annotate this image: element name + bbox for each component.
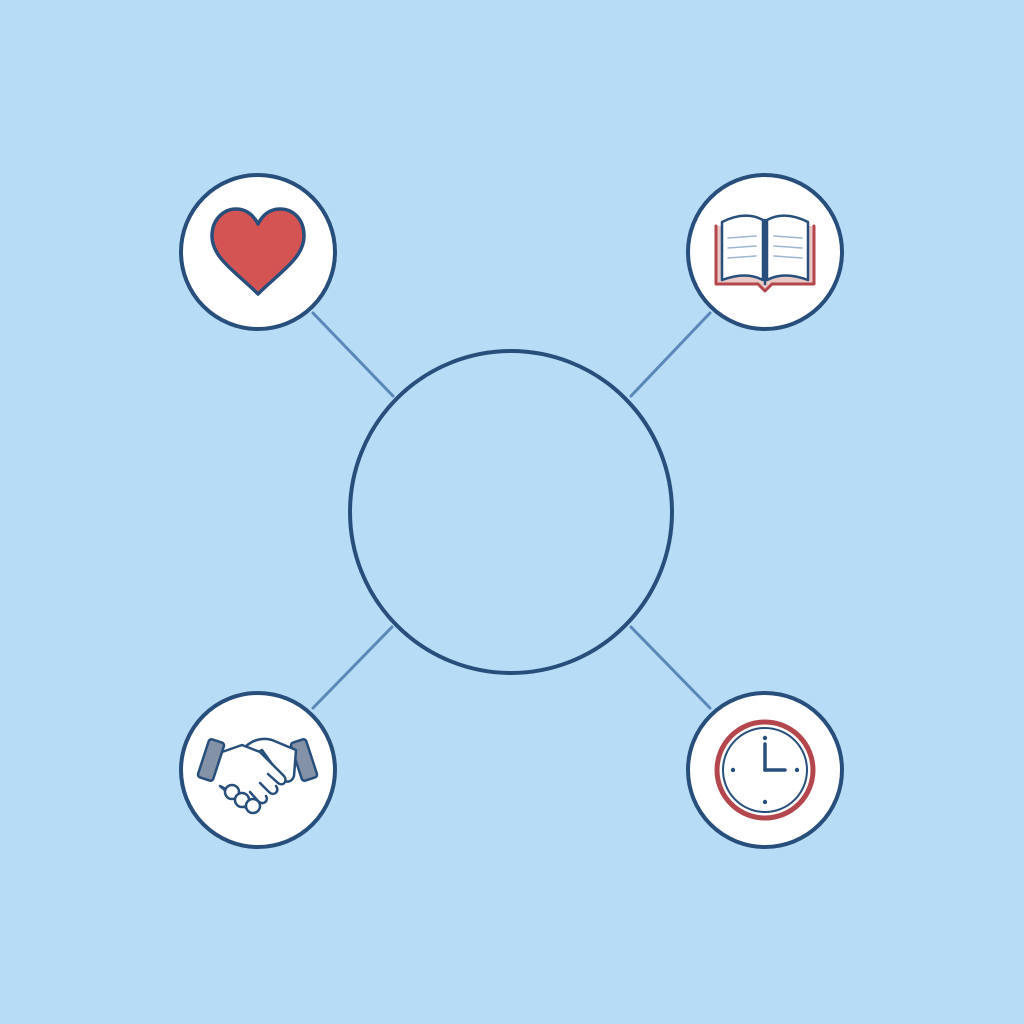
open-book-icon: [714, 214, 816, 293]
connector-bottom-right: [629, 625, 712, 710]
clock-icon: [714, 719, 816, 821]
connector-top-right: [629, 311, 712, 398]
node-top-right: [686, 173, 844, 331]
connector-top-left: [311, 311, 395, 398]
heart-icon: [210, 207, 306, 296]
central-hub-circle: [348, 349, 674, 675]
node-top-left: [179, 173, 337, 331]
node-bottom-right: [686, 691, 844, 849]
node-bottom-left: [179, 691, 337, 849]
handshake-icon: [196, 737, 319, 815]
connector-bottom-left: [311, 625, 394, 710]
